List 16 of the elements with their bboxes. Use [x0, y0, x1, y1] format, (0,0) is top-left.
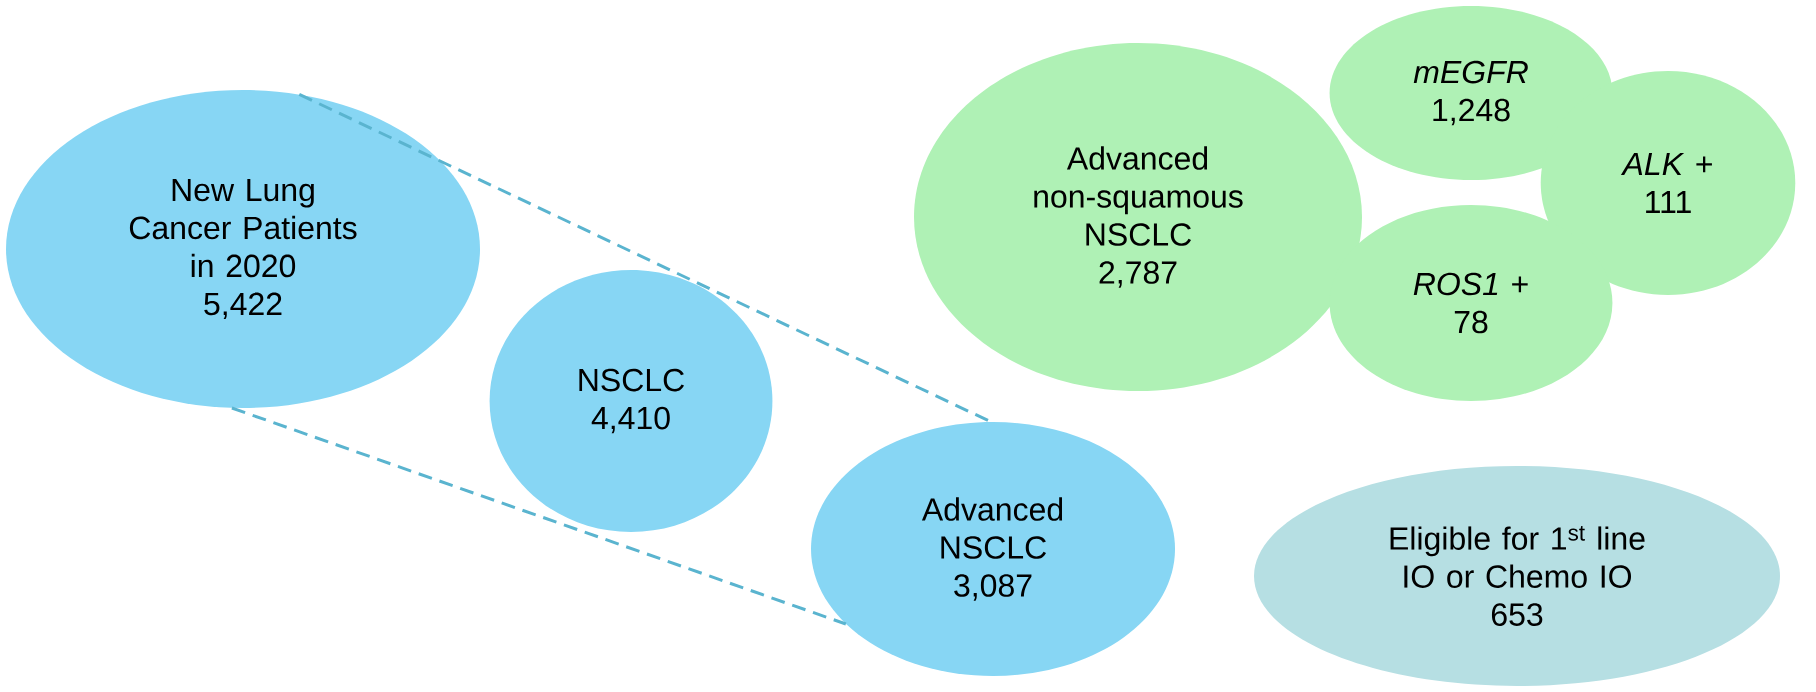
- node-label: Advanced non-squamous NSCLC: [1034, 146, 1243, 246]
- ellipse-node: Eligible for 1$^{st}$ line IO or Chemo IO 653: [1254, 466, 1780, 686]
- node-label: 111: [1646, 191, 1691, 213]
- ellipse-node: Advanced NSCLC 3,087: [811, 422, 1175, 676]
- node-label: 78: [1454, 310, 1488, 334]
- ellipse-node: ROS1 + 78: [1329, 205, 1613, 401]
- ellipse-node: mEGFR 1,248: [1329, 6, 1613, 180]
- dashed-line: [231, 406, 847, 626]
- node-label: ROS1 +: [1413, 272, 1528, 296]
- node-label: 2,787: [1099, 261, 1177, 288]
- ellipse-node: NSCLC 4,410: [489, 270, 773, 532]
- node-label: 1,248: [1433, 98, 1510, 126]
- node-label: mEGFR: [1413, 60, 1528, 84]
- ellipse-node: New Lung Cancer Patients in 2020 5,422: [6, 90, 480, 408]
- node-label: ALK +: [1620, 153, 1712, 175]
- ellipse-node: ALK + 111: [1540, 71, 1796, 295]
